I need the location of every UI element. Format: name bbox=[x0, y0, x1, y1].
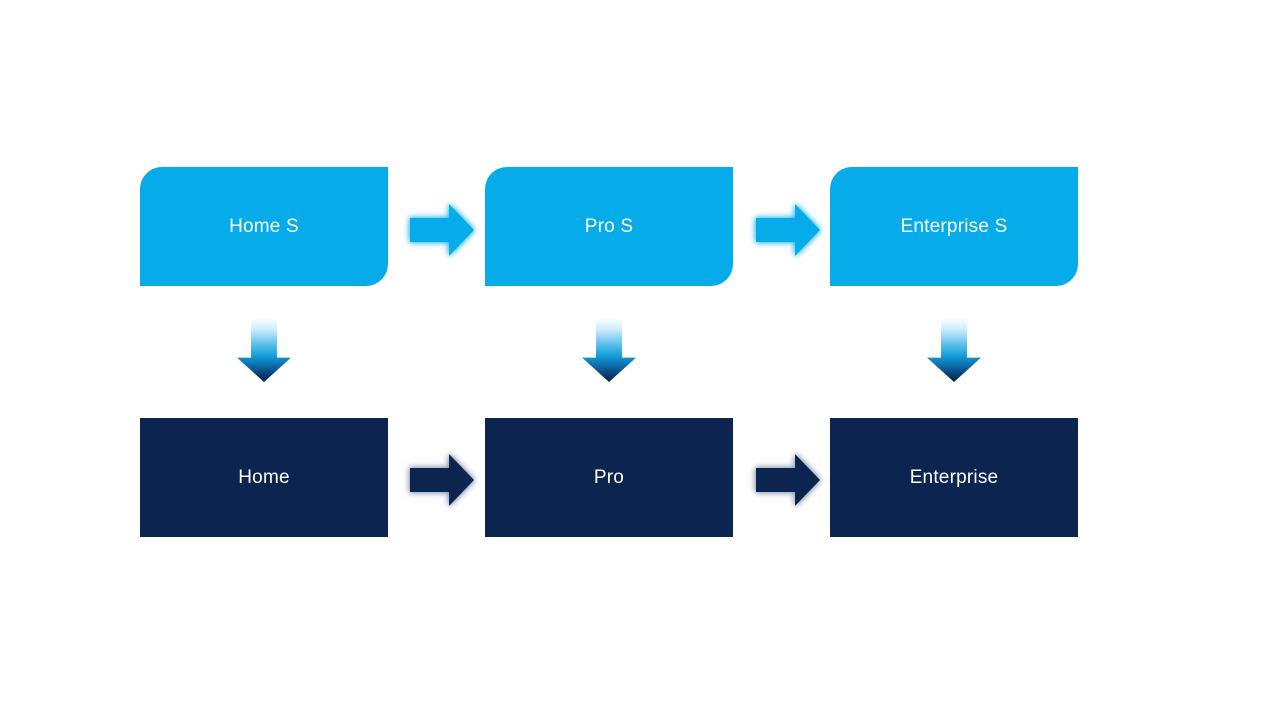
arrow-right-bottom-1-icon bbox=[410, 454, 474, 506]
node-pro-s: Pro S bbox=[485, 167, 733, 286]
node-home-s: Home S bbox=[140, 167, 388, 286]
arrow-right-shape bbox=[756, 454, 820, 506]
arrow-down-home-icon bbox=[237, 318, 291, 382]
arrow-right-shape bbox=[756, 204, 820, 256]
node-enterprise: Enterprise bbox=[830, 418, 1078, 537]
arrow-down-pro-icon bbox=[582, 318, 636, 382]
node-pro: Pro bbox=[485, 418, 733, 537]
node-pro-label: Pro bbox=[593, 466, 625, 488]
node-home-label: Home bbox=[238, 466, 290, 488]
node-enterprise-s-label: Enterprise S bbox=[900, 215, 1008, 237]
node-enterprise-s: Enterprise S bbox=[830, 167, 1078, 286]
arrow-right-top-1-icon bbox=[410, 204, 474, 256]
node-pro-s-label: Pro S bbox=[584, 215, 634, 237]
arrow-right-top-2-icon bbox=[756, 204, 820, 256]
arrow-right-bottom-2-icon bbox=[756, 454, 820, 506]
arrow-right-shape bbox=[410, 454, 474, 506]
node-home: Home bbox=[140, 418, 388, 537]
node-enterprise-label: Enterprise bbox=[909, 466, 999, 488]
arrow-down-enterprise-icon bbox=[927, 318, 981, 382]
node-home-s-label: Home S bbox=[229, 215, 299, 237]
arrow-right-shape bbox=[410, 204, 474, 256]
